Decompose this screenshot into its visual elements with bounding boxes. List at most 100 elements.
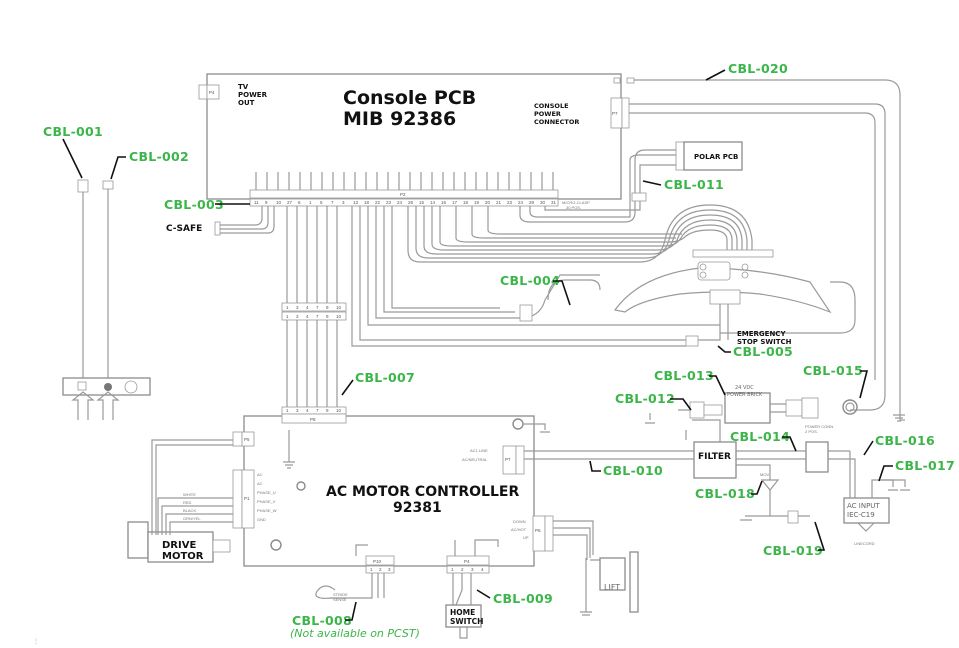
ac-power-plug (689, 401, 705, 419)
p6-sig-2: AC/HOT (511, 527, 527, 532)
p7-console-pins (621, 97, 630, 129)
p2-pin: 24 (397, 200, 403, 205)
round-port-icon (124, 380, 138, 394)
power-conn-label-2: 2 POS. (805, 429, 818, 434)
p1-signal: PHASE_V (257, 499, 276, 504)
p1-signal: AC (257, 472, 263, 477)
cbl-005-connector (685, 335, 699, 347)
console-pcb-model: MIB 92386 (343, 108, 456, 130)
p8-mid-pin: 7 (316, 305, 319, 310)
p2-pin: 23 (386, 200, 392, 205)
p10-header (365, 555, 395, 566)
ac-power-plug-body (703, 404, 723, 416)
p2-pin: 1 (309, 200, 312, 205)
p8-mid-pin: 3 (296, 314, 299, 319)
p10-label: P10 (373, 559, 382, 564)
power-conn-plug-2 (801, 397, 819, 419)
polar-pcb: POLAR PCB (631, 141, 743, 202)
drive-motor-shaft (212, 539, 231, 553)
down-button-left (699, 271, 707, 279)
p8-mid-pin: 7 (316, 314, 319, 319)
rj-port-icon (77, 381, 87, 391)
p2-pin: 10 (276, 200, 282, 205)
p2-pos-label: 30 POS. (566, 205, 581, 210)
remote-cables (62, 179, 151, 420)
ferrite-icon (296, 481, 306, 491)
p2-pin: 22 (375, 200, 381, 205)
p2-pin: 18 (463, 200, 469, 205)
cbl-005-label: CBL-005 (733, 344, 793, 359)
p8-mid-pin: 1 (286, 305, 289, 310)
ac-input-label-2: IEC-C19 (847, 511, 875, 519)
cbl-020-label: CBL-020 (728, 61, 788, 76)
p8-mid-pin: 1 (286, 314, 289, 319)
p8-mid-pin: 4 (306, 314, 309, 319)
p8-pin: 9 (326, 408, 329, 413)
p2-pin: 13 (353, 200, 359, 205)
p2-pin: 31 (551, 200, 557, 205)
p8-mid-pin: 10 (336, 314, 342, 319)
p6-sig-3: UP (523, 535, 529, 540)
p2-pin: 15 (419, 200, 425, 205)
lift-motor: LIFT (553, 520, 639, 616)
p2-header (249, 189, 559, 199)
p4-pin-row (446, 565, 490, 574)
lift-motor-body (599, 557, 626, 591)
p8-label: P8 (310, 417, 316, 422)
lift-label: LIFT (604, 583, 620, 592)
console-pcb-board (206, 73, 622, 200)
p2-pin: 16 (441, 200, 447, 205)
p4-pin: 3 (471, 567, 474, 572)
p2-pin: 23 (507, 200, 513, 205)
c-safe-label: C-SAFE (166, 224, 202, 234)
cbl-013-label: CBL-013 (654, 368, 714, 383)
cbl-001-label: CBL-001 (43, 124, 103, 139)
p6-connector (532, 515, 546, 552)
cable-callouts: CBL-001 CBL-002 CBL-003 CBL-004 CBL-005 … (43, 61, 955, 640)
cbl-015-label: CBL-015 (803, 363, 863, 378)
p6-label: P6 (535, 528, 541, 533)
down-button-right (741, 271, 749, 279)
p5-label: P5 (244, 437, 250, 442)
p1-signal: PHASE_U (257, 490, 276, 495)
p10-pin: 3 (388, 567, 391, 572)
charger-connector-mate (626, 77, 635, 84)
dc-jack-inner-icon (845, 402, 855, 412)
cbl-009-label: CBL-009 (493, 591, 553, 606)
p7-pins (515, 445, 525, 475)
p2-pin: 11 (254, 200, 259, 205)
console-power-label-2: POWER (534, 110, 561, 118)
cbl-007-upper-connector-a (281, 302, 347, 312)
p8-header (281, 413, 347, 424)
filter-box (693, 441, 737, 479)
p7-console-label: P7 (612, 111, 618, 116)
power-brick-label-1: 24 VDC (735, 385, 754, 391)
cbl-011-label: CBL-011 (664, 177, 724, 192)
drive-motor-label-2: MOTOR (162, 551, 204, 562)
ac-motor-controller-model: 92381 (393, 500, 442, 516)
p10-pin-row (365, 565, 395, 574)
home-switch-label-1: HOME (450, 608, 475, 617)
drive-motor-label-1: DRIVE (162, 540, 196, 551)
cbl-004-connector (519, 304, 533, 322)
polar-pcb-board (683, 141, 743, 171)
p4-tv-pins (198, 84, 208, 100)
p6-sig-1: DOWN (513, 519, 526, 524)
polar-pcb-label: POLAR PCB (694, 153, 738, 161)
cbl-016-label: CBL-016 (875, 433, 935, 448)
filter-label: FILTER (698, 452, 731, 462)
cbl-002-label: CBL-002 (129, 149, 189, 164)
p2-signal-labels (255, 172, 554, 190)
cbl-019-label: CBL-019 (763, 543, 823, 558)
p4-tv-label: P4 (209, 90, 215, 95)
power-conn-label-1: POWER CONN. (805, 424, 834, 429)
tv-power-out-label-2: POWER (238, 91, 268, 99)
p4-pin: 4 (481, 567, 484, 572)
p2-pin: 9 (265, 200, 268, 205)
wire-color-red: RED (183, 500, 192, 505)
stride-sense-label-1: STRIDE (333, 592, 348, 597)
emergency-stop-switch (709, 289, 741, 305)
p8-pin: 4 (306, 408, 309, 413)
